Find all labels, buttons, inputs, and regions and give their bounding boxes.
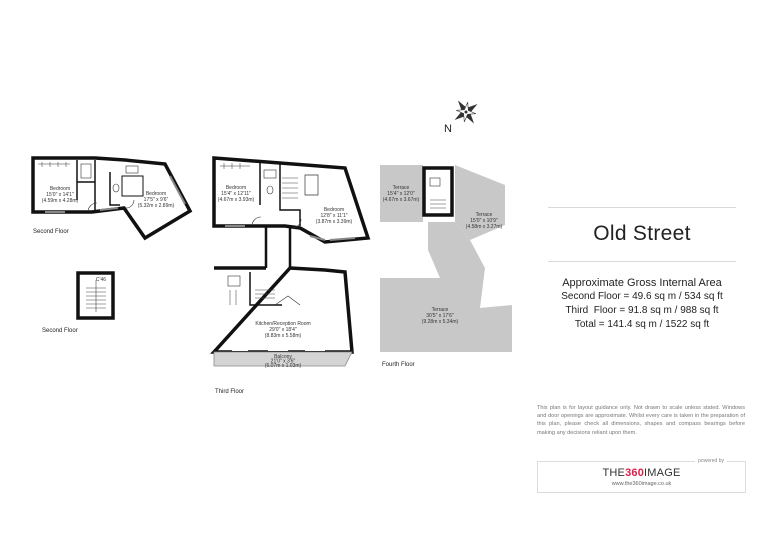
powered-by-label: powered by <box>695 458 727 464</box>
fourth-floor-terrace-1-name: Terrace <box>393 185 410 191</box>
third-floor-bedroom-2-metric: (3.87m x 3.39m) <box>316 219 353 225</box>
area-heading: Approximate Gross Internal Area <box>562 277 722 289</box>
fourth-floor-terrace-2-size: 15'0" x 10'9" <box>470 218 498 224</box>
third-floor-plan <box>210 156 371 367</box>
brand-url[interactable]: www.the360image.co.uk <box>611 481 672 487</box>
second-floor-bedroom-2-name: Bedroom <box>146 191 166 197</box>
third-floor-balcony-size: 21'0" x 3'6" <box>271 359 296 365</box>
area-third-floor: Third Floor = 91.8 sq m / 988 sq ft <box>565 305 719 316</box>
fourth-floor-terrace-3-name: Terrace <box>432 307 449 313</box>
property-title: Old Street <box>593 222 691 245</box>
third-floor-kitchen-size: 29'0" x 18'4" <box>269 327 297 333</box>
fourth-floor-terrace-1-size: 15'4" x 12'0" <box>387 191 415 197</box>
area-second-floor: Second Floor = 49.6 sq m / 534 sq ft <box>561 291 723 302</box>
second-floor-bedroom-1-metric: (4.59m x 4.28m) <box>42 198 79 204</box>
third-floor-label: Third Floor <box>215 389 244 395</box>
brand-name-prefix: THE <box>602 467 626 479</box>
third-floor-bedroom-2-name: Bedroom <box>324 207 344 213</box>
fourth-floor-plan <box>380 165 512 352</box>
disclaimer-text: This plan is for layout guidance only. N… <box>537 405 745 436</box>
third-floor-bedroom-2-size: 12'8" x 11'1" <box>320 213 347 219</box>
second-floor-bedroom-1-name: Bedroom <box>50 186 70 192</box>
third-floor-kitchen-name: Kitchen/Reception Room <box>255 321 310 327</box>
third-floor-balcony-name: Balcony <box>274 354 292 360</box>
brand-name-suffix: IMAGE <box>644 467 681 479</box>
gross-internal-area: Approximate Gross Internal Area Second F… <box>548 276 736 332</box>
second-floor-plan <box>31 156 193 241</box>
third-floor-bedroom-1-metric: (4.67m x 3.93m) <box>218 197 255 203</box>
compass-rose-icon <box>454 100 478 124</box>
title-bottom-rule <box>548 261 736 262</box>
second-floor-bedroom-1-size: 15'0" x 14'1" <box>46 192 74 198</box>
third-floor-kitchen-metric: (8.83m x 5.58m) <box>265 333 302 339</box>
brand-box: powered by THE360IMAGE www.the360image.c… <box>537 458 746 493</box>
third-floor-balcony-metric: (6.07m x 1.03m) <box>265 363 302 369</box>
fourth-floor-terrace-2-metric: (4.58m x 3.27m) <box>466 224 503 230</box>
second-floor-label: Second Floor <box>33 229 69 235</box>
fourth-floor-terrace-3-size: 30'5" x 17'6" <box>426 313 454 319</box>
title-top-rule <box>548 207 736 208</box>
fourth-floor-terrace-3-metric: (9.28m x 5.34m) <box>422 319 459 325</box>
second-floor-bedroom-2-metric: (5.32m x 2.89m) <box>138 203 175 209</box>
third-floor-bedroom-1-name: Bedroom <box>226 185 246 191</box>
fourth-floor-terrace-2-name: Terrace <box>476 212 493 218</box>
second-floor-bedroom-2-size: 17'5" x 9'6" <box>144 197 169 203</box>
fourth-floor-label: Fourth Floor <box>382 362 415 368</box>
second-floor-stair-annex <box>76 271 115 320</box>
second-floor-annex-label: Second Floor <box>42 328 78 334</box>
compass-north-label: N <box>444 123 452 135</box>
area-total: Total = 141.4 sq m / 1522 sq ft <box>574 319 710 330</box>
third-floor-bedroom-1-size: 15'4" x 12'11" <box>221 191 251 197</box>
fourth-floor-terrace-1-metric: (4.67m x 3.67m) <box>383 197 420 203</box>
brand-logo: THE360IMAGE <box>538 467 745 479</box>
second-floor-annex-note: C'46 <box>96 277 106 283</box>
brand-name-accent: 360 <box>625 467 645 479</box>
